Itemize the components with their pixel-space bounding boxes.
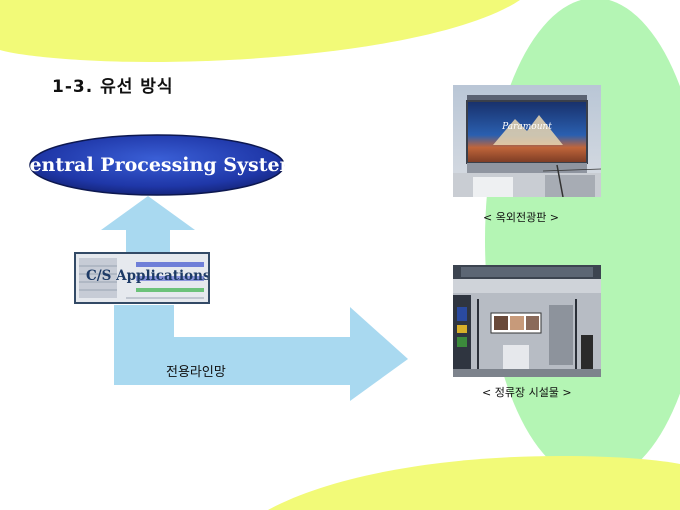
cps-label: Central Processing System [28,154,286,176]
up-arrow [101,196,195,252]
app-screenshot-graphic [76,254,208,302]
right-arrow [114,305,408,401]
cps-ellipse: Central Processing System [28,134,286,196]
bus-stop-caption: < 정류장 시설물 > [482,386,572,399]
page-title: 1-3. 유선 방식 [52,77,174,97]
billboard-caption: < 옥외전광판 > [483,211,560,224]
cs-applications-box: C/S Applications [74,252,210,304]
billboard-photo: Paramount [453,85,601,197]
bus-stop-photo [453,265,601,377]
dedicated-line-label: 전용라인망 [166,365,226,380]
bottom-yellow-swoosh [268,456,680,510]
top-yellow-swoosh [0,0,520,62]
cs-applications-label: C/S Applications [86,268,210,284]
svg-text:Paramount: Paramount [501,122,552,132]
right-green-oval [485,0,680,482]
